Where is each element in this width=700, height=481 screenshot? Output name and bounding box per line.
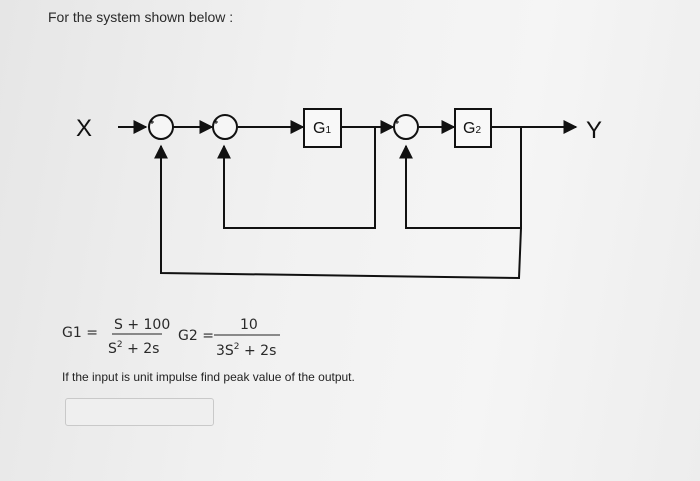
output-label: Y: [586, 117, 602, 144]
g2-numerator: 10: [240, 317, 258, 333]
summing-junction-2: [212, 114, 238, 140]
transfer-functions: G1 = S + 100 S2 + 2s G2 = 10 3S2 + 2s: [62, 317, 280, 359]
block-g2: [454, 108, 492, 148]
feedback-path-inner-g2: [399, 127, 522, 229]
feedback-path-outer: [154, 144, 522, 280]
feedback-path-inner-g1: [217, 127, 376, 229]
g1-label: G1 =: [62, 325, 98, 341]
g1-denominator: S2 + 2s: [108, 340, 159, 357]
plus-signs: [150, 120, 399, 124]
answer-input[interactable]: [65, 398, 214, 426]
block-g1: [303, 108, 342, 148]
input-label: X: [76, 115, 92, 142]
summing-junction-3: [393, 114, 419, 140]
block-g2-label: G2: [463, 120, 481, 137]
question-text: If the input is unit impulse find peak v…: [62, 370, 355, 384]
g1-numerator: S + 100: [114, 317, 170, 333]
g2-label: G2 =: [178, 328, 214, 344]
header-text: For the system shown below :: [48, 9, 234, 25]
summing-junction-1: [148, 114, 174, 140]
g2-denominator: 3S2 + 2s: [216, 342, 276, 359]
block-g1-label: G1: [313, 120, 331, 137]
